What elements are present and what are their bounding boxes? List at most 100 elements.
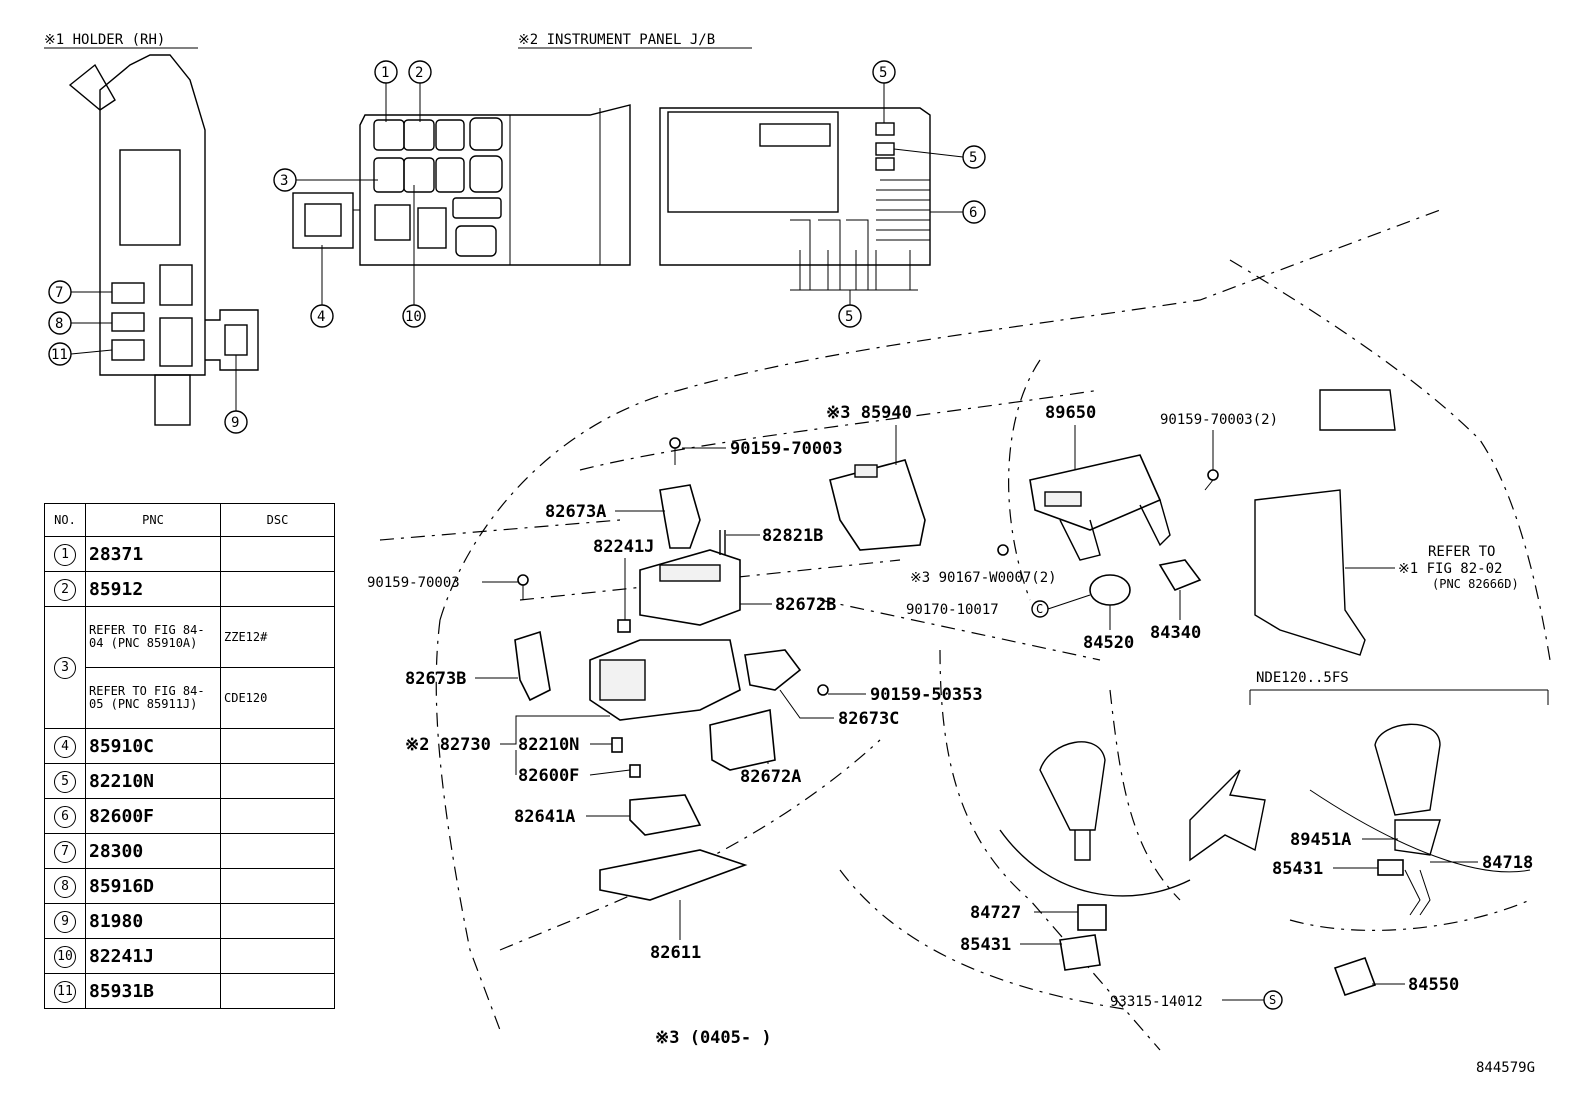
label-90159-70003-a: 90159-70003 bbox=[730, 439, 843, 459]
callout-8: 8 bbox=[48, 311, 112, 335]
label-90159-70003-2: 90159-70003(2) bbox=[1160, 412, 1278, 428]
label-84727: 84727 bbox=[970, 903, 1021, 923]
row-number: 1 bbox=[54, 543, 76, 566]
row-dsc bbox=[220, 868, 335, 904]
callout-7: 7 bbox=[48, 280, 112, 304]
col-pnc: PNC bbox=[85, 503, 221, 537]
table-row: 3 REFER TO FIG 84-04 (PNC 85910A) ZZE12# bbox=[44, 606, 335, 729]
part-84727 bbox=[1077, 904, 1107, 931]
row-dsc bbox=[220, 728, 335, 764]
svg-text:6: 6 bbox=[969, 205, 977, 221]
table-row: 7 28300 bbox=[44, 833, 335, 869]
svg-text:S: S bbox=[1269, 993, 1276, 1007]
part-82821B bbox=[719, 530, 726, 555]
svg-text:7: 7 bbox=[55, 285, 63, 301]
instrument-panel-jb-rear bbox=[659, 107, 931, 291]
label-90159-50353: 90159-50353 bbox=[870, 685, 983, 705]
col-no: NO. bbox=[44, 503, 86, 537]
label-90170-10017: 90170-10017 bbox=[906, 602, 999, 618]
label-82241J: 82241J bbox=[593, 537, 654, 557]
svg-text:C: C bbox=[1036, 602, 1043, 616]
callout-4: 4 bbox=[310, 245, 334, 328]
svg-text:8: 8 bbox=[55, 316, 63, 332]
row-dsc bbox=[220, 903, 335, 939]
row-dsc bbox=[220, 938, 335, 974]
part-84340 bbox=[1158, 559, 1202, 591]
label-82672A: 82672A bbox=[740, 767, 801, 787]
row-dsc bbox=[220, 833, 335, 869]
table-row: 5 82210N bbox=[44, 763, 335, 799]
screws bbox=[517, 437, 1219, 778]
label-refer-2: ※1 FIG 82-02 bbox=[1398, 561, 1502, 577]
label-82641A: 82641A bbox=[514, 807, 575, 827]
label-93315-14012: 93315-14012 bbox=[1110, 994, 1203, 1010]
label-82672B: 82672B bbox=[775, 595, 836, 615]
label-89650: 89650 bbox=[1045, 403, 1096, 423]
table-row: 2 85912 bbox=[44, 571, 335, 607]
row-dsc bbox=[220, 973, 335, 1009]
part-89650 bbox=[1029, 454, 1171, 561]
pnc-table: NO. PNC DSC 1 28371 2 85912 3 REFER TO F… bbox=[44, 503, 335, 1009]
svg-text:10: 10 bbox=[405, 309, 422, 325]
label-refer-3: (PNC 82666D) bbox=[1432, 577, 1519, 591]
label-82673A: 82673A bbox=[545, 502, 606, 522]
callout-6: 6 bbox=[930, 200, 986, 224]
row-number: 9 bbox=[54, 910, 76, 933]
row-pnc: 82241J bbox=[85, 938, 221, 974]
header-instrument-panel: ※2 INSTRUMENT PANEL J/B bbox=[518, 32, 715, 48]
part-82672B bbox=[639, 549, 741, 626]
svg-text:3: 3 bbox=[280, 173, 288, 189]
label-note-3: ※3 (0405- ) bbox=[655, 1028, 772, 1048]
label-90159-70003-b: 90159-70003 bbox=[367, 575, 460, 591]
table-row: 4 85910C bbox=[44, 728, 335, 764]
row-pnc: 85912 bbox=[85, 571, 221, 607]
row-number: 3 bbox=[54, 657, 76, 679]
label-82210N: 82210N bbox=[518, 735, 579, 755]
table-row: 6 82600F bbox=[44, 798, 335, 834]
row-number: 6 bbox=[54, 805, 76, 828]
row-number: 5 bbox=[54, 770, 76, 793]
label-82821B: 82821B bbox=[762, 526, 823, 546]
callout-9: 9 bbox=[224, 355, 248, 434]
part-82730 bbox=[589, 639, 741, 721]
row-pnc: 85916D bbox=[85, 868, 221, 904]
row-dsc bbox=[220, 571, 335, 607]
table-row: 8 85916D bbox=[44, 868, 335, 904]
label-84520: 84520 bbox=[1083, 633, 1134, 653]
label-84550: 84550 bbox=[1408, 975, 1459, 995]
svg-text:9: 9 bbox=[231, 415, 239, 431]
label-refer-1: REFER TO bbox=[1428, 544, 1495, 560]
label-85431-b: 85431 bbox=[1272, 859, 1323, 879]
holder-rh-drawing bbox=[68, 54, 259, 426]
row-dsc bbox=[220, 763, 335, 799]
figure-code: 844579G bbox=[1476, 1060, 1535, 1076]
dashboard-outline bbox=[379, 209, 1551, 1051]
part-84520 bbox=[1089, 574, 1131, 606]
table-row: 10 82241J bbox=[44, 938, 335, 974]
svg-text:1: 1 bbox=[381, 65, 389, 81]
row-number: 10 bbox=[54, 945, 76, 968]
row-pnc: 85910C bbox=[85, 728, 221, 764]
col-dsc: DSC bbox=[220, 503, 335, 537]
row-pnc: 82600F bbox=[85, 798, 221, 834]
part-85940 bbox=[829, 459, 926, 551]
part-82672A bbox=[709, 708, 776, 771]
callout-3: 3 bbox=[273, 168, 378, 192]
row-pnc: 81980 bbox=[85, 903, 221, 939]
row-pnc: 82210N bbox=[85, 763, 221, 799]
part-85431a bbox=[1059, 934, 1101, 971]
svg-text:2: 2 bbox=[415, 65, 423, 81]
row-number: 4 bbox=[54, 735, 76, 758]
row-pnc: REFER TO FIG 84-04 (PNC 85910A) bbox=[85, 606, 221, 668]
table-row: 1 28371 bbox=[44, 536, 335, 572]
row-dsc: CDE120 bbox=[220, 667, 335, 729]
svg-text:4: 4 bbox=[317, 309, 325, 325]
svg-text:5: 5 bbox=[879, 65, 887, 81]
label-82600F: 82600F bbox=[518, 766, 579, 786]
svg-text:5: 5 bbox=[969, 150, 977, 166]
label-82730: ※2 82730 bbox=[405, 735, 491, 755]
label-90167-W0007: ※3 90167-W0007(2) bbox=[910, 570, 1057, 586]
table-row: REFER TO FIG 84-05 (PNC 85911J) CDE120 bbox=[45, 667, 335, 729]
label-82673B: 82673B bbox=[405, 669, 466, 689]
